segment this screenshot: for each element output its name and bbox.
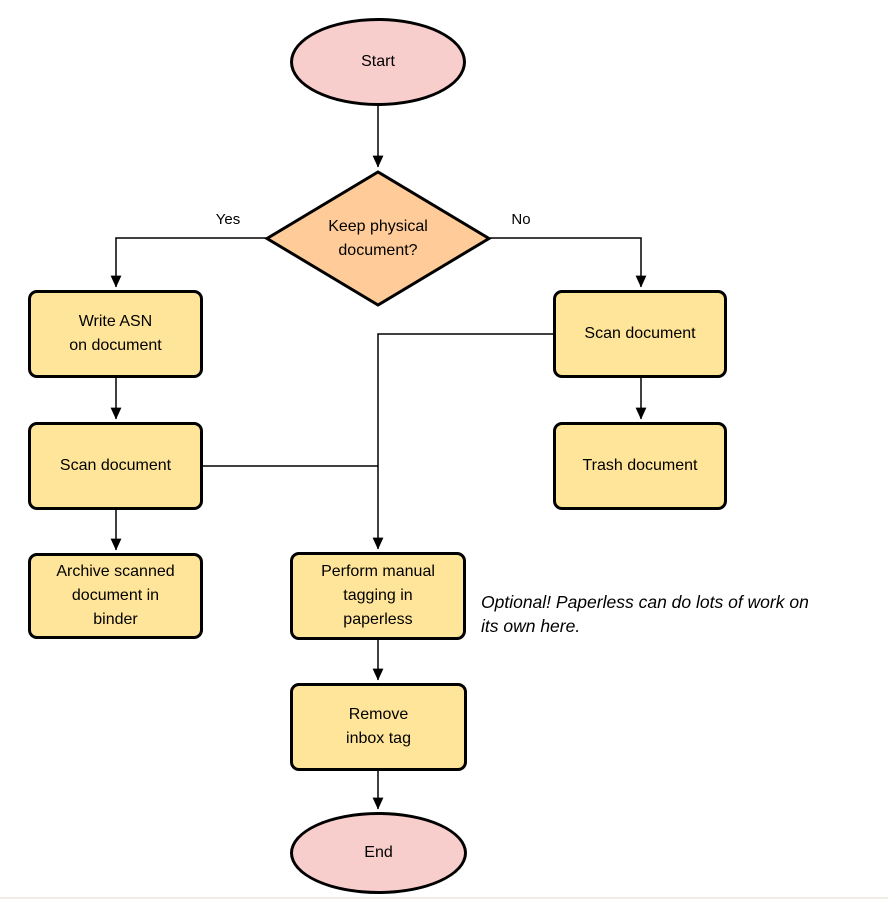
node-scan-document-right: Scan document [553, 290, 727, 378]
node-start-label: Start [361, 53, 395, 70]
edge-label-yes: Yes [215, 211, 241, 228]
node-end-label: End [364, 844, 393, 861]
node-write-asn-label: Write ASN on document [69, 313, 162, 354]
node-archive-binder: Archive scanned document in binder [28, 553, 203, 639]
bottom-divider [0, 897, 888, 899]
node-write-asn: Write ASN on document [28, 290, 203, 378]
node-perform-tagging-label: Perform manual tagging in paperless [321, 563, 435, 628]
node-perform-tagging: Perform manual tagging in paperless [290, 552, 466, 640]
node-scan-document-right-label: Scan document [584, 325, 696, 342]
node-end: End [290, 812, 467, 894]
node-trash-document-label: Trash document [582, 457, 698, 474]
node-start: Start [290, 18, 466, 106]
decision-diamond-shape [264, 170, 492, 307]
node-remove-inbox-tag: Remove inbox tag [290, 683, 467, 771]
node-scan-document-left-label: Scan document [59, 457, 172, 474]
node-decision-label: Keep physical document? [328, 217, 428, 259]
node-trash-document: Trash document [553, 422, 727, 510]
node-scan-document-left: Scan document [28, 422, 203, 510]
node-remove-inbox-tag-label: Remove inbox tag [346, 706, 411, 747]
node-archive-binder-label: Archive scanned document in binder [56, 563, 175, 628]
annotation-note: Optional! Paperless can do lots of work … [481, 592, 809, 636]
node-decision-keep-physical: Keep physical document? [264, 170, 492, 307]
edge-scan-right-to-tagging [372, 333, 553, 550]
edge-decision-yes-to-write-asn [110, 237, 266, 288]
edge-label-no: No [511, 211, 531, 228]
edge-decision-no-to-scan-right [490, 237, 647, 288]
